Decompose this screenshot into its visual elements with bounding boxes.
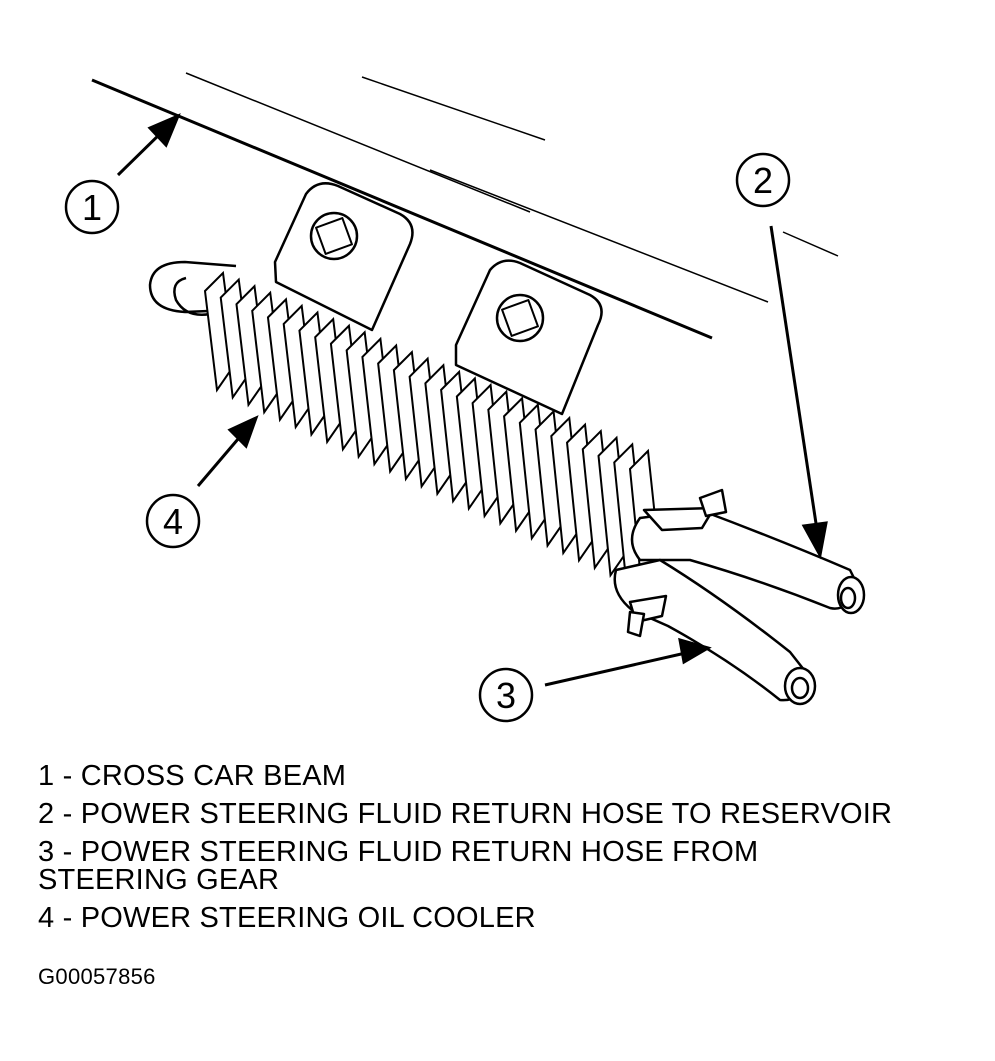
cooler-fins bbox=[203, 270, 662, 593]
callout-3-label: 3 bbox=[496, 675, 516, 716]
mounting-brackets bbox=[273, 182, 603, 416]
arrow-2 bbox=[769, 225, 828, 560]
hoses bbox=[613, 488, 866, 706]
cross-car-beam bbox=[91, 72, 839, 340]
callout-2-label: 2 bbox=[753, 160, 773, 201]
callout-2: 2 bbox=[735, 152, 791, 208]
legend-item-3: 3 - POWER STEERING FLUID RETURN HOSE FRO… bbox=[38, 836, 759, 896]
callout-1-label: 1 bbox=[82, 187, 102, 228]
arrow-3 bbox=[544, 637, 712, 687]
legend-item-1: 1 - CROSS CAR BEAM bbox=[38, 760, 347, 792]
arrow-1 bbox=[116, 113, 181, 177]
legend: 1 - CROSS CAR BEAM 2 - POWER STEERING FL… bbox=[38, 762, 978, 942]
legend-item-2: 2 - POWER STEERING FLUID RETURN HOSE TO … bbox=[38, 798, 893, 830]
callout-4-label: 4 bbox=[163, 501, 183, 542]
callout-1: 1 bbox=[64, 179, 120, 235]
callout-3: 3 bbox=[478, 667, 534, 723]
figure-id: G00057856 bbox=[38, 964, 156, 989]
callout-4: 4 bbox=[145, 493, 201, 549]
legend-item-4: 4 - POWER STEERING OIL COOLER bbox=[38, 902, 536, 934]
cooler-diagram: 1 2 3 4 bbox=[64, 72, 866, 723]
arrow-4 bbox=[196, 415, 259, 487]
